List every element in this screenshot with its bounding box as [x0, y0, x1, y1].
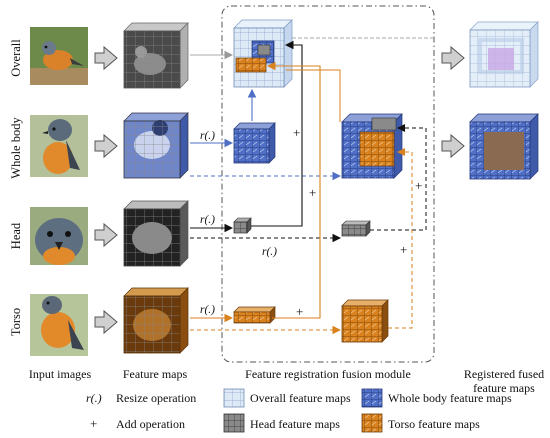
legend-add-label: Add operation	[116, 417, 185, 431]
arrow-torso-right-up	[388, 148, 413, 329]
row-label-overall: Overall	[9, 39, 23, 77]
add-symbol-1: +	[293, 125, 300, 140]
arrow-head-right-up	[370, 124, 427, 231]
add-symbol-2: +	[309, 185, 316, 200]
row-label-head: Head	[9, 222, 23, 249]
resize-label-whole: r(.)	[200, 130, 215, 142]
input-image-whole-body	[30, 115, 88, 177]
feature-map-whole-body	[123, 112, 189, 179]
resize-label-head-dashed: r(.)	[262, 246, 277, 258]
row-label-torso: Torso	[9, 308, 23, 336]
caption-registered-2: feature maps	[473, 381, 535, 395]
module-torso-fused	[341, 299, 389, 343]
block-arrow-input-torso	[94, 309, 118, 335]
input-image-overall	[30, 27, 88, 85]
module-head-fused	[341, 220, 371, 237]
legend-overall-label: Overall feature maps	[250, 391, 351, 405]
block-arrow-output-overall	[441, 45, 465, 71]
caption-fusion-module: Feature registration fusion module	[245, 367, 411, 381]
input-image-torso	[30, 294, 88, 356]
module-torso-cube	[233, 306, 276, 324]
add-symbol-3: +	[415, 178, 422, 193]
resize-label-head: r(.)	[200, 214, 215, 226]
add-symbol-5: +	[296, 304, 303, 319]
input-image-head	[30, 207, 88, 265]
feature-map-head	[123, 200, 189, 267]
legend-head-label: Head feature maps	[250, 417, 340, 431]
block-arrow-input-overall	[94, 45, 118, 71]
module-whole-body-fused	[341, 113, 403, 179]
row-label-whole-body: Whole body	[9, 117, 23, 179]
module-overall-stack	[233, 19, 293, 88]
block-arrow-input-head	[94, 222, 118, 248]
legend-swatch-head	[223, 413, 245, 433]
feature-map-torso	[123, 287, 189, 354]
arrow-head-up-to-overall	[251, 40, 303, 227]
output-whole-body-fused	[469, 113, 539, 180]
arrow-overall-orange-to-output	[286, 69, 341, 122]
legend-add-symbol: +	[90, 416, 97, 431]
legend-swatch-overall	[223, 388, 245, 408]
feature-map-overall	[123, 22, 189, 89]
output-overall-fused	[469, 21, 539, 88]
module-head-cube	[233, 217, 252, 234]
caption-input-images: Input images	[29, 367, 92, 381]
block-arrow-input-whole	[94, 133, 118, 159]
legend: r(.) Resize operation + Add operation Ov…	[86, 388, 512, 433]
legend-whole-label: Whole body feature maps	[388, 391, 512, 405]
add-symbol-4: +	[400, 242, 407, 257]
fusion-module-frame	[221, 5, 435, 363]
caption-feature-maps: Feature maps	[123, 367, 188, 381]
block-arrow-output-whole	[441, 133, 465, 159]
legend-swatch-whole	[361, 388, 383, 408]
legend-swatch-torso	[361, 413, 383, 433]
module-whole-body-cube	[233, 122, 276, 164]
legend-torso-label: Torso feature maps	[388, 417, 480, 431]
legend-resize-symbol: r(.)	[86, 391, 102, 405]
caption-registered-1: Registered fused	[464, 367, 544, 381]
resize-label-torso: r(.)	[200, 304, 215, 316]
legend-resize-label: Resize operation	[116, 391, 196, 405]
arrow-torso-up-to-overall	[266, 61, 321, 319]
